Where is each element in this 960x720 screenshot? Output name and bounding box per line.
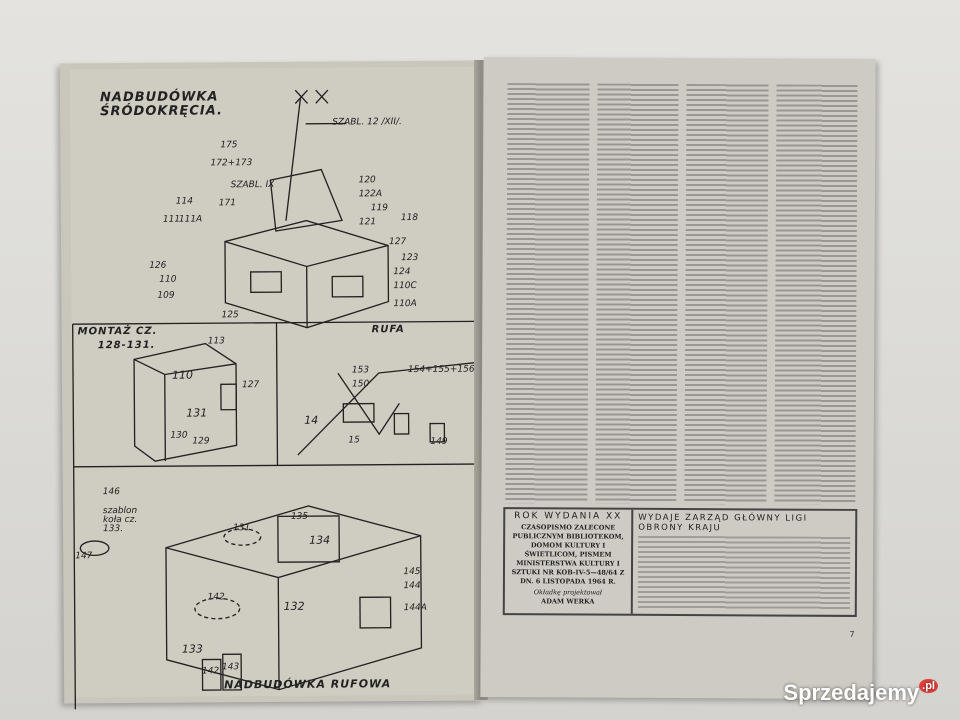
part-label: 134	[309, 533, 331, 547]
publisher-fine-print	[637, 535, 851, 611]
part-label: 143	[221, 662, 240, 673]
part-label: 110C	[393, 280, 417, 292]
text-column	[684, 84, 769, 505]
part-label: 127	[388, 237, 407, 248]
mast-template-label: SZABL. 12 /XII/.	[332, 117, 402, 128]
publisher-panel: WYDAJE ZARZĄD GŁÓWNY LIGI OBRONY KRAJU	[633, 510, 856, 615]
publication-year-heading: ROK WYDANIA XX	[514, 511, 623, 522]
part-label: 130	[170, 430, 188, 441]
part-label: 118	[400, 212, 419, 224]
part-label: 171	[218, 198, 236, 209]
recommendation-text: CZASOPISMO ZALECONE PUBLICZNYM BIBLIOTEK…	[511, 523, 625, 586]
part-label: 132	[283, 599, 305, 613]
title-line: 128-131.	[97, 339, 156, 352]
title-line: ŚRÓDOKRĘCIA.	[100, 103, 224, 120]
part-label: 175	[220, 140, 238, 151]
part-label: 110	[159, 274, 177, 285]
part-label: 144A	[403, 602, 427, 614]
part-label: 119	[370, 203, 389, 214]
text-column	[594, 83, 679, 504]
wheel-template-label: szablon koła cz. 133.	[102, 506, 138, 535]
cover-credit-name: ADAM WERKA	[541, 597, 595, 606]
part-label: 144	[403, 580, 421, 592]
text-column	[505, 83, 590, 504]
part-label: 121	[358, 217, 377, 228]
drawing-title-assembly: MONTAŻ CZ. 128-131.	[78, 325, 158, 354]
part-label: 146	[102, 487, 120, 498]
part-label: 14	[304, 413, 319, 427]
template-label: SZABL. IX	[230, 179, 275, 191]
part-label: 110A	[393, 298, 417, 310]
watermark-logo: Sprzedajemy.pl	[783, 679, 938, 706]
part-label: 131	[232, 523, 251, 534]
left-page: NADBUDÓWKA ŚRÓDOKRĘCIA. SZABL. 12 /XII/.…	[59, 60, 492, 710]
part-label: 15	[348, 435, 360, 446]
watermark-suffix: .pl	[919, 679, 938, 693]
part-label: 124	[393, 267, 411, 278]
part-label: 154+155+156	[407, 364, 475, 376]
part-label: 149	[430, 436, 448, 447]
title-line: MONTAŻ CZ.	[77, 325, 158, 338]
publisher-heading: WYDAJE ZARZĄD GŁÓWNY LIGI OBRONY KRAJU	[638, 512, 808, 534]
part-label: 142	[201, 666, 220, 677]
part-label: 142	[207, 592, 225, 603]
drawing-title-superstructure: NADBUDÓWKA ŚRÓDOKRĘCIA.	[100, 89, 224, 120]
part-label: 111	[162, 214, 181, 225]
part-label: 172+173	[210, 158, 253, 169]
page-number: 7	[849, 629, 855, 639]
part-label: 109	[157, 290, 175, 301]
label-line: 133.	[102, 524, 124, 535]
part-label: 126	[149, 260, 167, 271]
part-label: 127	[241, 380, 260, 391]
part-label: 133	[181, 642, 203, 656]
right-page: ROK WYDANIA XX CZASOPISMO ZALECONE PUBLI…	[480, 56, 876, 700]
part-label: 131	[186, 406, 208, 420]
left-page-sheet: NADBUDÓWKA ŚRÓDOKRĘCIA. SZABL. 12 /XII/.…	[69, 66, 492, 710]
part-label: 150	[351, 379, 370, 390]
article-text-columns	[505, 83, 858, 505]
model-drawing	[72, 89, 492, 710]
part-label: 120	[358, 175, 376, 186]
part-label: 110	[171, 368, 193, 382]
part-label: 122A	[358, 189, 383, 200]
part-label: 145	[403, 566, 421, 578]
watermark-text: Sprzedajemy	[783, 680, 920, 705]
part-label: 129	[192, 436, 210, 447]
publication-year-panel: ROK WYDANIA XX CZASOPISMO ZALECONE PUBLI…	[504, 509, 634, 614]
publication-info-box: ROK WYDANIA XX CZASOPISMO ZALECONE PUBLI…	[502, 507, 858, 617]
part-label: 135	[290, 511, 309, 522]
part-label: 114	[175, 196, 193, 207]
part-label: 125	[221, 310, 239, 321]
drawing-title-stern-superstructure: NADBUDÓWKA RUFOWA	[224, 677, 392, 692]
part-label: 113	[207, 336, 225, 347]
part-label: 147	[75, 551, 93, 562]
part-label: 123	[401, 252, 419, 264]
drawing-title-stern: RUFA	[371, 324, 405, 336]
part-label: 111A	[178, 214, 203, 225]
text-column	[773, 84, 858, 505]
part-label: 153	[351, 365, 370, 376]
